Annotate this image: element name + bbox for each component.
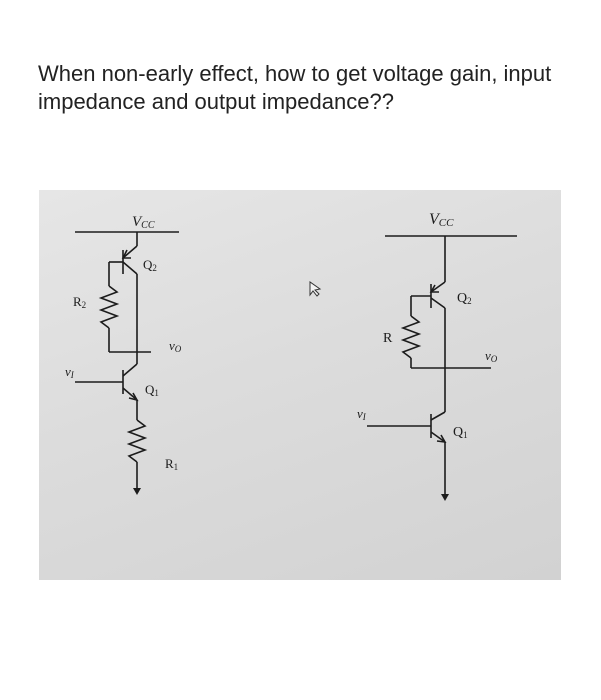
left-r2-label: R2 xyxy=(73,294,86,310)
right-ground-icon xyxy=(441,494,449,501)
left-ground-icon xyxy=(133,488,141,495)
circuit-photo: VCC Q2 R2 xyxy=(39,190,561,580)
left-vi-label: vI xyxy=(65,364,75,380)
left-q1-transistor xyxy=(122,363,139,420)
left-circuit: VCC Q2 R2 xyxy=(65,214,182,495)
right-circuit: VCC Q2 R xyxy=(357,211,517,501)
right-output-node xyxy=(411,367,491,412)
right-r-label: R xyxy=(383,331,393,346)
right-q2-label: Q2 xyxy=(457,291,472,306)
right-q1-label: Q1 xyxy=(453,425,468,440)
right-vi-label: vI xyxy=(357,406,367,422)
question-text: When non-early effect, how to get voltag… xyxy=(38,61,552,114)
circuit-diagrams: VCC Q2 R2 xyxy=(65,211,517,501)
left-r1-label: R1 xyxy=(165,456,178,472)
left-q1-label: Q1 xyxy=(145,382,159,398)
right-r-resistor xyxy=(400,296,422,368)
left-r1-resistor xyxy=(126,419,148,488)
right-vo-label: vO xyxy=(485,348,498,364)
left-vo-label: vO xyxy=(169,338,182,354)
right-q1-transistor xyxy=(430,411,447,494)
left-output-node xyxy=(109,351,151,364)
left-q2-label: Q2 xyxy=(143,257,157,273)
left-r2-resistor xyxy=(98,276,120,352)
left-vcc-label: VCC xyxy=(132,214,155,231)
left-q2-transistor xyxy=(108,232,138,352)
right-vcc-label: VCC xyxy=(429,211,454,229)
cursor-arrow-icon xyxy=(309,281,322,297)
right-q2-transistor xyxy=(411,236,446,368)
